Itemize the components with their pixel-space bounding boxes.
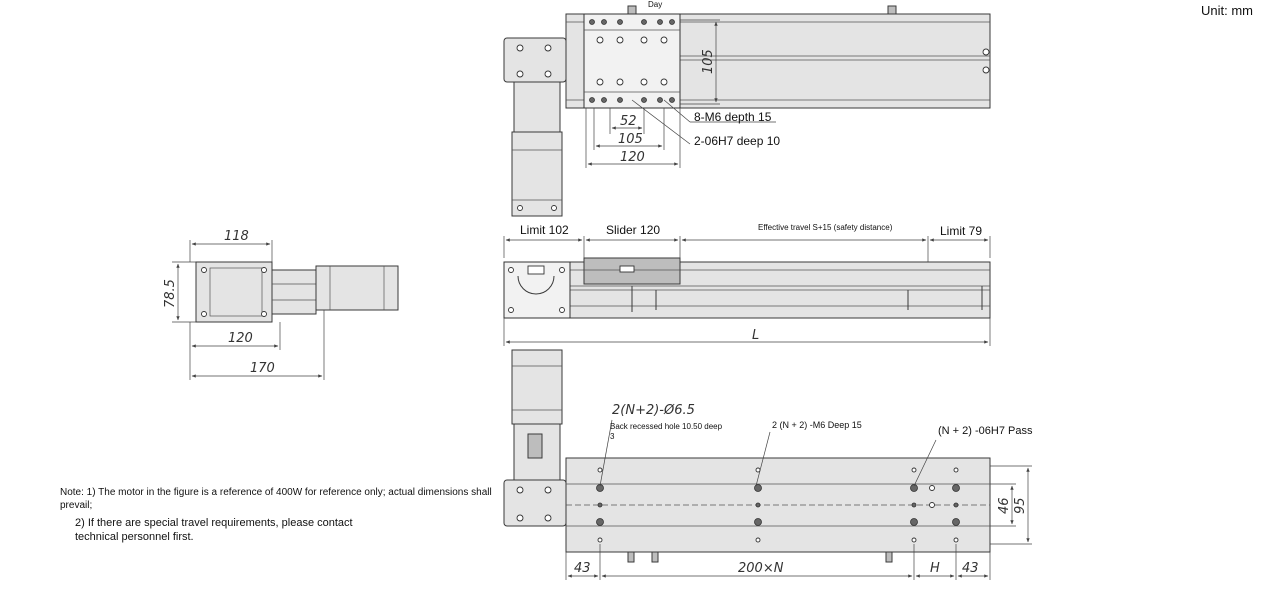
day-label: Day <box>648 0 662 9</box>
end-view: 118 78.5 120 170 <box>163 229 399 380</box>
bottom-motor-body <box>511 349 563 425</box>
effective-travel-label: Effective travel S+15 (safety distance) <box>758 223 893 232</box>
dim-78-5: 78.5 <box>163 279 178 308</box>
hole-spec-label: 2(N+2)-Ø6.5 <box>612 403 695 418</box>
slider-label: Slider 120 <box>606 223 660 237</box>
dim-46: 46 <box>997 497 1012 514</box>
bottom-hole-columns <box>596 467 960 543</box>
dim-43-left: 43 <box>574 561 591 576</box>
dim-170: 170 <box>250 361 275 376</box>
bottom-motor-flange <box>503 479 567 527</box>
dim-end-120: 120 <box>228 331 253 346</box>
callout-m6-depth: 8-M6 depth 15 <box>694 110 772 124</box>
note-1: Note: 1) The motor in the figure is a re… <box>60 487 492 511</box>
dim-105: 105 <box>618 132 643 147</box>
dim-200-n: 200×N <box>738 561 784 576</box>
top-motor-flange <box>503 37 567 83</box>
note-2: 2) If there are special travel requireme… <box>75 517 353 543</box>
back-recess-depth: 3 <box>610 432 615 441</box>
callout-h7-deep: 2-06H7 deep 10 <box>694 134 780 148</box>
dim-118: 118 <box>224 229 249 244</box>
carriage-hole-grid <box>589 19 675 103</box>
h7-spec-label: (N + 2) -06H7 Pass <box>938 425 1033 437</box>
top-carriage <box>583 13 681 109</box>
side-view: Limit 102 Slider 120 Effective travel S+… <box>503 223 991 346</box>
top-view: 105 52 105 120 8-M6 depth 15 2-06H7 deep… <box>503 0 991 217</box>
top-motor-body <box>511 131 563 217</box>
limit-left-label: Limit 102 <box>520 223 569 237</box>
dim-52: 52 <box>620 114 637 129</box>
dim-h: H <box>930 561 940 576</box>
dim-43-right: 43 <box>962 561 979 576</box>
dim-length-l: L <box>752 328 759 343</box>
dim-105-vertical: 105 <box>701 49 716 74</box>
dim-120: 120 <box>620 150 645 165</box>
end-motor <box>315 265 399 311</box>
back-recess-label: Back recessed hole 10.50 deep <box>610 422 723 431</box>
limit-right-label: Limit 79 <box>940 224 982 238</box>
unit-label: Unit: mm <box>1201 3 1253 18</box>
m6-spec-label: 2 (N + 2) -M6 Deep 15 <box>772 420 862 430</box>
bottom-view: 2(N+2)-Ø6.5 Back recessed hole 10.50 dee… <box>503 349 1033 580</box>
dim-95: 95 <box>1013 497 1028 514</box>
end-housing <box>195 261 273 323</box>
